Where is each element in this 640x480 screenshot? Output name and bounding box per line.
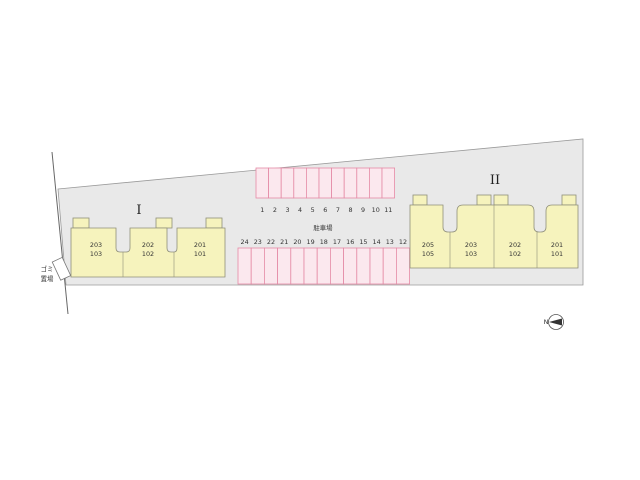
unit-lower: 101 xyxy=(194,250,206,258)
unit-upper: 203 xyxy=(465,241,477,249)
road-line xyxy=(51,151,69,315)
stall-number: 22 xyxy=(267,238,275,246)
parking-stall xyxy=(343,247,358,285)
parking-stall xyxy=(255,167,270,199)
stall-number: 4 xyxy=(298,206,302,214)
parking-stall xyxy=(316,247,331,285)
stall-number: 6 xyxy=(323,206,327,214)
stall-number: 11 xyxy=(384,206,392,214)
stall-number: 19 xyxy=(307,238,315,246)
parking-stall xyxy=(303,247,318,285)
parking-stall xyxy=(268,167,282,199)
parking-stall xyxy=(280,167,295,199)
parking-stall xyxy=(250,247,265,285)
unit-upper: 201 xyxy=(551,241,563,249)
stall-number: 21 xyxy=(280,238,288,246)
parking-stall xyxy=(290,247,305,285)
parking-stall xyxy=(356,247,371,285)
parking-stall xyxy=(318,167,333,199)
stall-number: 2 xyxy=(273,206,277,214)
unit-lower: 105 xyxy=(422,250,434,258)
stall-number: 8 xyxy=(348,206,352,214)
parking-stall xyxy=(356,167,370,199)
building-2-balcony xyxy=(412,194,428,206)
compass-needle xyxy=(549,318,562,326)
unit-lower: 103 xyxy=(465,250,477,258)
stall-number: 13 xyxy=(386,238,394,246)
unit-lower: 102 xyxy=(142,250,154,258)
building-1-name: I xyxy=(136,203,141,218)
building-1-balcony xyxy=(205,217,223,229)
parking-stall xyxy=(369,247,384,285)
stall-number: 24 xyxy=(241,238,249,246)
unit-upper: 201 xyxy=(194,241,206,249)
parking-stall xyxy=(305,167,320,199)
garbage-area xyxy=(51,256,72,281)
stall-number: 5 xyxy=(311,206,315,214)
building-1: 203 103 202 102 201 101 xyxy=(70,217,226,278)
building-2: 205 105 203 103 202 102 201 101 xyxy=(409,194,579,269)
parking-stall xyxy=(381,167,396,199)
unit-upper: 205 xyxy=(422,241,434,249)
stall-number: 9 xyxy=(361,206,365,214)
parking-stall xyxy=(263,247,278,285)
unit-lower: 103 xyxy=(90,250,102,258)
parking-stall xyxy=(368,167,383,199)
stall-number: 16 xyxy=(346,238,354,246)
parking-stall xyxy=(237,247,252,285)
parking-stall xyxy=(343,167,358,199)
parking-stall xyxy=(382,247,397,285)
parking-stall xyxy=(331,167,345,199)
parking-bottom-row: 24 23 22 21 20 19 18 17 16 15 14 13 12 xyxy=(237,238,410,285)
compass-label: N xyxy=(544,318,549,326)
stall-number: 10 xyxy=(372,206,380,214)
parking-label: 駐車場 xyxy=(313,223,333,232)
unit-upper: 202 xyxy=(509,241,521,249)
stall-number: 1 xyxy=(260,206,264,214)
north-arrow-icon: N xyxy=(544,314,564,330)
parking-stall xyxy=(293,167,307,199)
stall-number: 17 xyxy=(333,238,341,246)
building-2-balcony xyxy=(493,194,509,206)
parking-stall xyxy=(329,247,344,285)
unit-lower: 102 xyxy=(509,250,521,258)
stall-number: 23 xyxy=(254,238,262,246)
stall-number: 7 xyxy=(336,206,340,214)
building-1-balcony xyxy=(155,217,173,229)
unit-upper: 203 xyxy=(90,241,102,249)
parking-stall xyxy=(277,247,292,285)
garbage-label-1: ゴミ xyxy=(41,264,54,273)
building-2-balcony xyxy=(476,194,492,206)
building-1-balcony xyxy=(72,217,90,229)
stall-number: 20 xyxy=(293,238,301,246)
stall-number: 18 xyxy=(320,238,328,246)
building-2-name: II xyxy=(490,173,500,188)
unit-upper: 202 xyxy=(142,241,154,249)
garbage-label-2: 置場 xyxy=(41,274,54,283)
parking-stall xyxy=(395,247,410,285)
stall-number: 15 xyxy=(359,238,367,246)
building-2-balcony xyxy=(561,194,577,206)
unit-lower: 101 xyxy=(551,250,563,258)
building-1-body xyxy=(70,227,226,278)
stall-number: 3 xyxy=(285,206,289,214)
stall-number: 14 xyxy=(373,238,381,246)
stall-number: 12 xyxy=(399,238,407,246)
